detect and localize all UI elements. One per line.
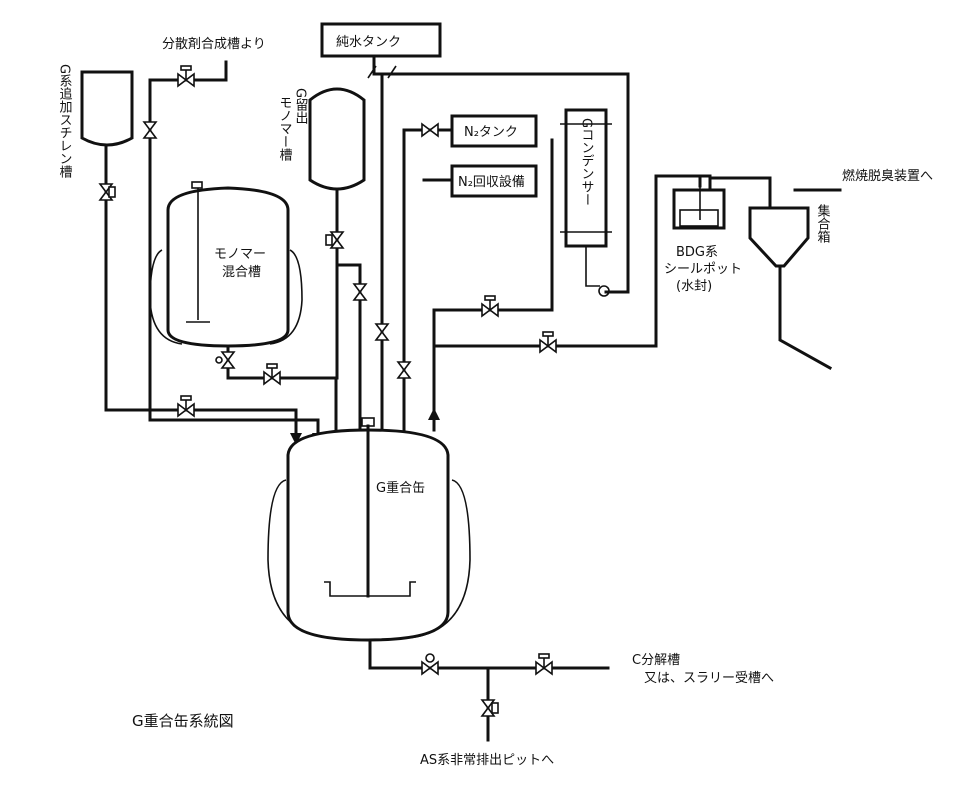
label-c-decomp-2: 又は、スラリー受槽へ	[644, 671, 774, 686]
valve-distill-outlet	[325, 231, 345, 249]
valve-dispersant-vertical	[142, 121, 158, 139]
bdg-seal-pot	[672, 186, 726, 230]
label-n2-recovery: N₂回収設備	[458, 174, 525, 190]
pure-water-tank-box	[320, 22, 442, 58]
label-bdg-1: BDG系	[676, 245, 718, 260]
collection-box	[748, 206, 810, 268]
n2-tank-box	[450, 114, 538, 148]
label-collection-box: 集合箱	[815, 203, 831, 243]
label-g-distill-bottom: モノマー槽	[277, 96, 293, 162]
valve-condenser-line	[481, 295, 499, 318]
diagram-title: G重合缶系統図	[132, 712, 234, 730]
valve-mixing-outlet	[215, 351, 236, 369]
label-g-distill-top: G留出	[293, 88, 308, 125]
label-n2-tank: N₂タンク	[464, 125, 518, 140]
valve-pure-water	[374, 323, 390, 341]
valve-n2-vertical	[396, 361, 412, 379]
label-monomer-mixing-1: モノマー	[214, 247, 266, 262]
valve-mixing-line	[263, 363, 281, 386]
label-c-decomp-1: C分解槽	[632, 653, 680, 668]
valve-drain-1	[421, 653, 439, 676]
valve-styrene-line	[177, 395, 195, 418]
label-g-styrene-tank: G系追加スチレン槽	[57, 64, 73, 180]
g-reactor	[267, 417, 471, 642]
label-bdg-3: (水封)	[676, 279, 712, 294]
label-monomer-mixing-2: 混合槽	[222, 265, 261, 280]
valve-as-emergency	[480, 699, 499, 717]
label-g-condenser: Gコンデンサー	[579, 118, 594, 206]
valves	[98, 65, 557, 717]
valve-dispersant	[177, 65, 195, 88]
g-styrene-tank	[80, 70, 134, 147]
g-distill-monomer-tank	[308, 87, 366, 191]
g-condenser	[560, 108, 612, 297]
piping	[104, 54, 842, 742]
valve-vent-line	[539, 331, 557, 354]
valve-branch-360	[352, 283, 368, 301]
valve-drain-2	[535, 653, 553, 676]
label-bdg-2: シールポット	[664, 262, 742, 277]
label-dispersant-source: 分散剤合成槽より	[162, 36, 266, 52]
label-to-incinerator: 燃焼脱臭装置へ	[842, 168, 933, 184]
label-g-reactor: G重合缶	[376, 480, 425, 496]
label-pure-water-tank: 純水タンク	[336, 35, 401, 50]
n2-recovery-box	[450, 164, 538, 198]
valve-n2	[421, 122, 439, 138]
label-as-emergency: AS系非常排出ピットへ	[420, 753, 554, 768]
valve-styrene-outlet	[98, 183, 116, 201]
monomer-mixing-tank	[149, 181, 303, 348]
